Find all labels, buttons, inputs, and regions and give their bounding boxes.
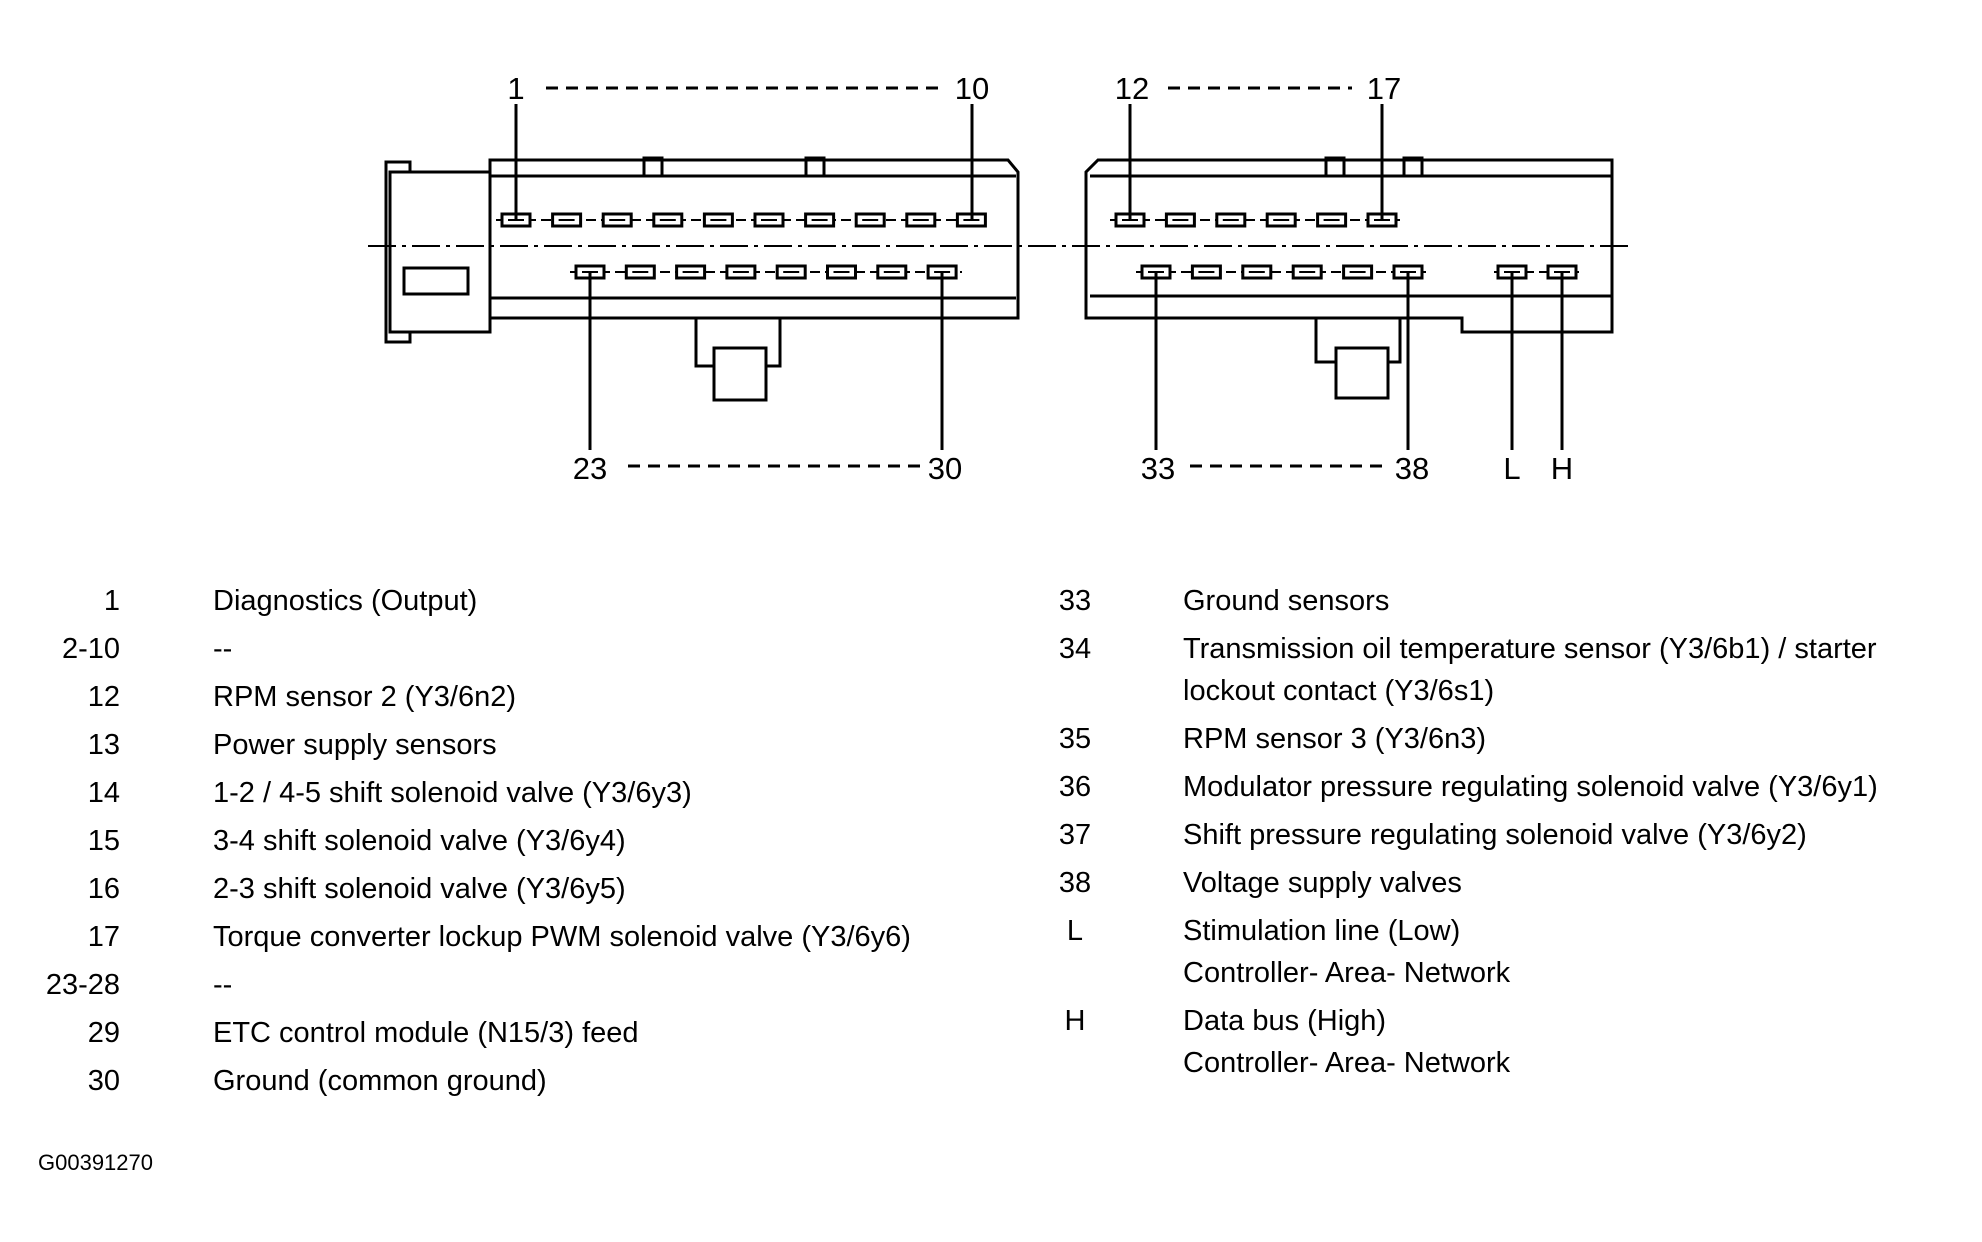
- legend-pin-number: L: [1066, 915, 1084, 947]
- legend-description-line: ETC control module (N15/3) feed: [213, 1017, 639, 1049]
- legend-description-line: Diagnostics (Output): [213, 585, 478, 617]
- legend-description: 2-3 shift solenoid valve (Y3/6y5): [213, 868, 1010, 910]
- legend-pin-number: 37: [1058, 819, 1092, 851]
- legend-description-line: Modulator pressure regulating solenoid v…: [1183, 771, 1878, 803]
- legend-description: 1-2 / 4-5 shift solenoid valve (Y3/6y3): [213, 772, 1010, 814]
- legend-description-line: Transmission oil temperature sensor (Y3/…: [1183, 633, 1877, 665]
- legend-description-line: --: [213, 633, 233, 665]
- callout-38: 38: [1395, 451, 1429, 486]
- legend-pin-number: 23-28: [45, 969, 120, 1001]
- legend-row: 29 ETC control module (N15/3) feed: [20, 1012, 1010, 1054]
- callout-30: 30: [928, 451, 962, 486]
- legend-description-line: 3-4 shift solenoid valve (Y3/6y4): [213, 825, 626, 857]
- legend-row: 30 Ground (common ground): [20, 1060, 1010, 1102]
- connector-diagram: 1 10 12 17 23 30 33 38 L H: [368, 71, 1630, 486]
- legend-description-line: --: [213, 969, 233, 1001]
- callout-17: 17: [1367, 71, 1401, 106]
- callout-l: L: [1503, 451, 1520, 486]
- legend-pin-number: 34: [1058, 633, 1092, 665]
- legend-description-line: 1-2 / 4-5 shift solenoid valve (Y3/6y3): [213, 777, 692, 809]
- figure-id: G00391270: [38, 1150, 153, 1175]
- legend-pin-number: 38: [1058, 867, 1092, 899]
- legend-description: Stimulation line (Low) Controller- Area- …: [1183, 910, 1980, 994]
- legend-pin-number: 13: [87, 729, 120, 761]
- legend-row: 35 RPM sensor 3 (Y3/6n3): [1040, 718, 1980, 760]
- callout-1: 1: [507, 71, 524, 106]
- legend-description-line: Controller- Area- Network: [1183, 957, 1511, 989]
- legend-row: 16 2-3 shift solenoid valve (Y3/6y5): [20, 868, 1010, 910]
- legend-description-line: Ground sensors: [1183, 585, 1390, 617]
- legend-right: 33 Ground sensors 34 Transmission oil tempe…: [1040, 580, 1980, 1090]
- legend-description: --: [213, 964, 1010, 1006]
- legend-pin-number: 30: [87, 1065, 120, 1097]
- legend-row: 34 Transmission oil temperature sensor (Y…: [1040, 628, 1980, 712]
- callout-labels: 1 10 12 17 23 30 33 38 L H: [507, 71, 1573, 486]
- legend-description-line: 2-3 shift solenoid valve (Y3/6y5): [213, 873, 626, 905]
- leader-lines: [514, 86, 1564, 468]
- legend-description: Data bus (High) Controller- Area- Network: [1183, 1000, 1980, 1084]
- legend-row: 37 Shift pressure regulating solenoid val…: [1040, 814, 1980, 856]
- legend-description-line: Ground (common ground): [213, 1065, 547, 1097]
- legend-left: 1 Diagnostics (Output) 2-10 -- 12 RPM sensor …: [20, 580, 1010, 1108]
- legend-pin-number: 2-10: [61, 633, 120, 665]
- legend-description: Transmission oil temperature sensor (Y3/…: [1183, 628, 1980, 712]
- legend-row: 38 Voltage supply valves: [1040, 862, 1980, 904]
- legend-description: Diagnostics (Output): [213, 580, 1010, 622]
- legend-row: 17 Torque converter lockup PWM solenoid v…: [20, 916, 1010, 958]
- callout-12: 12: [1115, 71, 1149, 106]
- legend-description: RPM sensor 2 (Y3/6n2): [213, 676, 1010, 718]
- legend-row: 13 Power supply sensors: [20, 724, 1010, 766]
- legend-description-line: Voltage supply valves: [1183, 867, 1462, 899]
- callout-23: 23: [573, 451, 607, 486]
- legend-pin-number: 16: [87, 873, 120, 905]
- legend-description: 3-4 shift solenoid valve (Y3/6y4): [213, 820, 1010, 862]
- legend-description: ETC control module (N15/3) feed: [213, 1012, 1010, 1054]
- legend-pin-number: 33: [1058, 585, 1092, 617]
- legend-pin-number: 35: [1058, 723, 1092, 755]
- legend-description-line: Data bus (High): [1183, 1005, 1387, 1037]
- legend-description: Ground (common ground): [213, 1060, 1010, 1102]
- legend-description: Shift pressure regulating solenoid valve…: [1183, 814, 1980, 856]
- legend-description-line: Torque converter lockup PWM solenoid val…: [213, 921, 911, 953]
- legend-pin-number: 1: [103, 585, 120, 617]
- legend-row: 36 Modulator pressure regulating solenoid…: [1040, 766, 1980, 808]
- legend-description-line: Stimulation line (Low): [1183, 915, 1461, 947]
- legend-row: L Stimulation line (Low) Controller- Area-…: [1040, 910, 1980, 994]
- legend-pin-number: 14: [87, 777, 120, 809]
- callout-33: 33: [1141, 451, 1175, 486]
- legend-row: 33 Ground sensors: [1040, 580, 1980, 622]
- legend-row: 15 3-4 shift solenoid valve (Y3/6y4): [20, 820, 1010, 862]
- legend-description-line: Shift pressure regulating solenoid valve…: [1183, 819, 1807, 851]
- legend-row: 12 RPM sensor 2 (Y3/6n2): [20, 676, 1010, 718]
- legend-description-line: RPM sensor 2 (Y3/6n2): [213, 681, 517, 713]
- legend-description-line: RPM sensor 3 (Y3/6n3): [1183, 723, 1487, 755]
- legend-description-line: Controller- Area- Network: [1183, 1047, 1511, 1079]
- legend-description: Modulator pressure regulating solenoid v…: [1183, 766, 1980, 808]
- legend-description: RPM sensor 3 (Y3/6n3): [1183, 718, 1980, 760]
- legend-row: H Data bus (High) Controller- Area- Networ…: [1040, 1000, 1980, 1084]
- legend-description: Ground sensors: [1183, 580, 1980, 622]
- legend-pin-number: 17: [87, 921, 120, 953]
- legend-description-line: lockout contact (Y3/6s1): [1183, 675, 1495, 707]
- callout-10: 10: [955, 71, 989, 106]
- legend-description: Voltage supply valves: [1183, 862, 1980, 904]
- callout-h: H: [1551, 451, 1573, 486]
- legend-description: --: [213, 628, 1010, 670]
- legend-row: 23-28 --: [20, 964, 1010, 1006]
- legend-row: 1 Diagnostics (Output): [20, 580, 1010, 622]
- legend-pin-number: 36: [1058, 771, 1092, 803]
- legend-pin-number: 29: [87, 1017, 120, 1049]
- legend-pin-number: 15: [87, 825, 120, 857]
- legend-row: 2-10 --: [20, 628, 1010, 670]
- legend-pin-number: 12: [87, 681, 120, 713]
- legend-description: Power supply sensors: [213, 724, 1010, 766]
- legend-description: Torque converter lockup PWM solenoid val…: [213, 916, 1010, 958]
- legend-pin-number: H: [1064, 1005, 1086, 1037]
- legend-description-line: Power supply sensors: [213, 729, 497, 761]
- connector-pins: [496, 212, 1584, 280]
- legend-row: 14 1-2 / 4-5 shift solenoid valve (Y3/6y3…: [20, 772, 1010, 814]
